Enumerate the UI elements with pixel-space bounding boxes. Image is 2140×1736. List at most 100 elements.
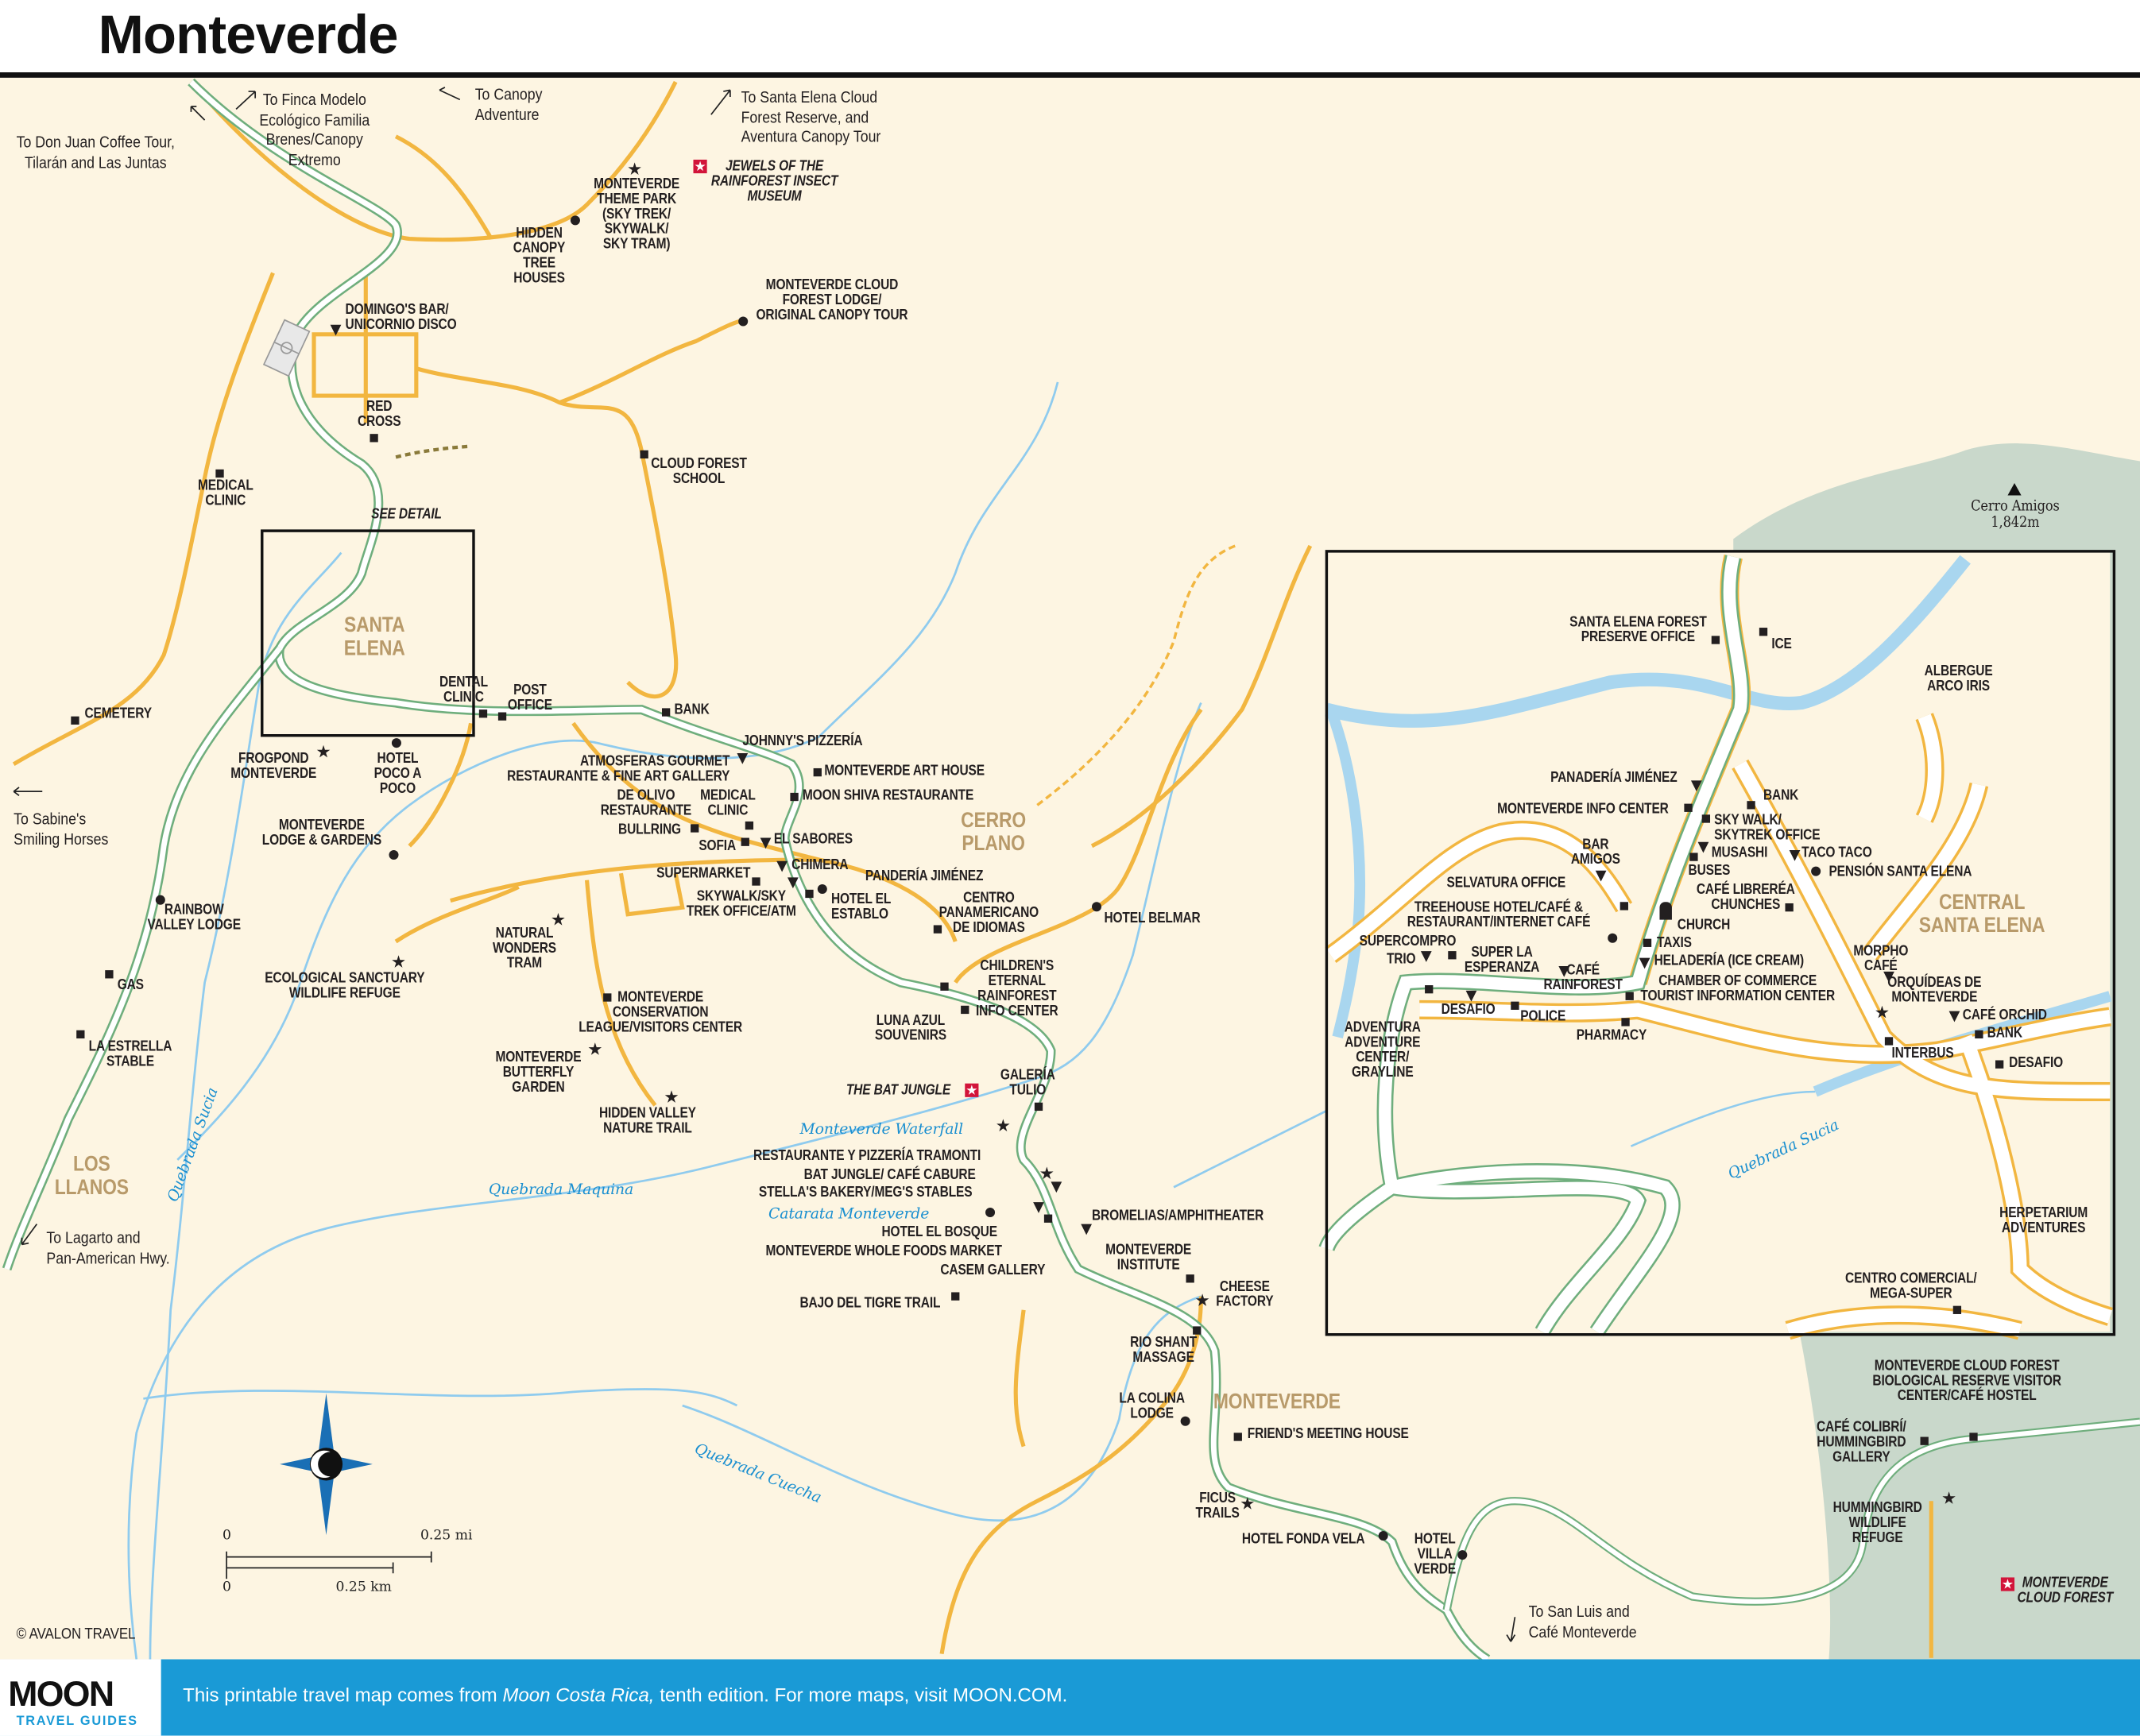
restaurant-triangle-icon — [760, 837, 772, 849]
inset-label-bank2: BANK — [1987, 1024, 2022, 1042]
restaurant-triangle-icon — [1558, 965, 1570, 977]
square-marker-icon — [215, 469, 224, 478]
inset-label-selvatura: SELVATURA OFFICE — [1446, 874, 1566, 891]
map-label-conservation: MONTEVERDE CONSERVATION LEAGUE/VISITORS … — [579, 989, 743, 1036]
square-marker-icon — [105, 970, 114, 979]
inset-label-heladeria: HELADERÍA (ICE CREAM) — [1654, 952, 1805, 969]
restaurant-triangle-icon — [1420, 951, 1432, 962]
map-label-atmosferas: ATMOSFERAS GOURMET RESTAURANTE & FINE AR… — [507, 753, 730, 785]
map-label-medical-clinic-nw: MEDICAL CLINIC — [198, 477, 253, 509]
square-marker-icon — [691, 824, 699, 833]
inset-label-morpho: MORPHO CAFÉ — [1853, 942, 1909, 975]
inset-label-cafe-orchid: CAFÉ ORCHID — [1962, 1007, 2047, 1024]
inset-label-preserve-office: SANTA ELENA FOREST PRESERVE OFFICE — [1569, 613, 1707, 646]
restaurant-triangle-icon — [776, 860, 788, 872]
square-marker-icon — [1711, 636, 1720, 644]
inset-label-trio: TRIO — [1386, 951, 1416, 968]
lodging-dot-icon — [389, 850, 399, 860]
map-label-see-detail: SEE DETAIL — [371, 506, 442, 523]
map-label-bullring: BULLRING — [618, 821, 681, 838]
map-label-johnnys: JOHNNY'S PIZZERÍA — [742, 733, 863, 749]
map-label-centro-pan: CENTRO PANAMERICANO DE IDIOMAS — [938, 889, 1039, 937]
restaurant-triangle-icon — [1081, 1224, 1092, 1235]
square-marker-icon — [1511, 1001, 1519, 1010]
square-marker-icon — [1425, 985, 1434, 994]
map-label-whole-foods: MONTEVERDE WHOLE FOODS MARKET — [765, 1243, 1002, 1260]
map-label-to-san-luis: To San Luis and Café Monteverde — [1528, 1602, 1637, 1641]
inset-label-interbus: INTERBUS — [1891, 1045, 1954, 1062]
square-marker-icon — [752, 877, 760, 886]
footer-msg-pre: This printable travel map comes from — [183, 1684, 503, 1706]
map-label-q-maquina: Quebrada Maquina — [488, 1180, 634, 1198]
map-label-art-house: MONTEVERDE ART HOUSE — [824, 763, 985, 779]
inset-label-desafio2: DESAFIO — [2009, 1054, 2064, 1072]
sight-star-icon — [664, 1090, 679, 1103]
compass-rose-icon — [280, 1393, 373, 1536]
map-label-monteverde: MONTEVERDE — [1213, 1390, 1341, 1414]
map-label-cerro-plano: CERRO PLANO — [961, 809, 1027, 856]
church-icon — [1659, 902, 1672, 920]
map-label-hidden-valley: HIDDEN VALLEY NATURE TRAIL — [598, 1105, 696, 1137]
inset-label-supercompro: SUPERCOMPRO — [1359, 933, 1457, 950]
map-label-ficus: FICUS TRAILS — [1195, 1490, 1240, 1522]
square-marker-icon — [370, 434, 378, 443]
map-label-cerro-amigos: Cerro Amigos 1,842m — [1971, 497, 2060, 532]
sight-star-icon — [996, 1119, 1010, 1131]
sight-star-icon — [392, 955, 405, 968]
restaurant-triangle-icon — [1948, 1011, 1960, 1023]
map-label-to-lagarto: To Lagarto and Pan-American Hwy. — [46, 1228, 170, 1267]
map-label-to-santa-elena: To Santa Elena Cloud Forest Reserve, and… — [741, 87, 881, 146]
map-label-los-llanos: LOS LLANOS — [54, 1153, 129, 1200]
square-marker-icon — [1884, 1037, 1894, 1046]
inset-label-pharmacy: PHARMACY — [1576, 1027, 1647, 1044]
lodging-dot-icon — [817, 883, 827, 894]
footer-banner: MOON TRAVEL GUIDES This printable travel… — [0, 1659, 2140, 1736]
map-label-la-estrella: LA ESTRELLA STABLE — [88, 1038, 172, 1070]
inset-label-buses: BUSES — [1688, 862, 1731, 880]
square-marker-icon — [933, 925, 942, 934]
scale-zero-km: 0 — [222, 1579, 231, 1595]
restaurant-triangle-icon — [1883, 971, 1894, 983]
restaurant-triangle-icon — [1033, 1202, 1044, 1213]
map-label-el-bosque: HOTEL EL BOSQUE — [881, 1224, 998, 1241]
map-label-supermarket: SUPERMARKET — [656, 864, 751, 882]
map-label-frogpond: FROGPOND MONTEVERDE — [230, 750, 317, 783]
sight-star-icon — [1040, 1166, 1054, 1180]
square-marker-icon — [1995, 1060, 2004, 1069]
map-label-cheese: CHEESE FACTORY — [1216, 1278, 1274, 1310]
square-marker-icon — [741, 837, 749, 846]
lodging-dot-icon — [1092, 902, 1102, 912]
inset-label-skywalk: SKY WALK/ SKYTREK OFFICE — [1714, 811, 1821, 844]
square-marker-icon — [1034, 1102, 1043, 1112]
map-label-waterfall: Monteverde Waterfall — [799, 1120, 964, 1139]
inset-label-panaderia: PANADERÍA JIMÉNEZ — [1550, 769, 1678, 787]
lodging-dot-icon — [1811, 866, 1821, 876]
square-marker-icon — [478, 709, 488, 718]
map-label-bajo-tigre: BAJO DEL TIGRE TRAIL — [799, 1294, 941, 1312]
restaurant-triangle-icon — [737, 753, 749, 764]
inset-label-ice: ICE — [1771, 636, 1792, 652]
map-label-medical-clinic: MEDICAL CLINIC — [700, 787, 756, 819]
square-marker-icon — [1643, 938, 1652, 947]
inset-label-taxis: TAXIS — [1657, 934, 1692, 952]
map-label-eco-sanctuary: ECOLOGICAL SANCTUARY WILDLIFE REFUGE — [265, 970, 425, 1002]
top-sight-star-icon — [965, 1083, 979, 1097]
map-label-jewels: JEWELS OF THE RAINFOREST INSECT MUSEUM — [710, 158, 838, 205]
square-marker-icon — [1625, 992, 1634, 1000]
square-marker-icon — [1689, 853, 1698, 861]
map-label-panderia: PANDERÍA JIMÉNEZ — [865, 868, 984, 884]
restaurant-triangle-icon — [787, 877, 799, 889]
sight-star-icon — [1875, 1005, 1889, 1019]
map-label-natural-wonders: NATURAL WONDERS TRAM — [493, 925, 556, 972]
inset-label-info-center: MONTEVERDE INFO CENTER — [1497, 801, 1669, 818]
moon-logo[interactable]: MOON TRAVEL GUIDES — [0, 1659, 161, 1736]
logo-text: MOON — [8, 1672, 114, 1715]
lodging-dot-icon — [1608, 933, 1618, 943]
square-marker-icon — [1233, 1432, 1242, 1441]
map-label-stellas: STELLA'S BAKERY/MEG'S STABLES — [758, 1184, 973, 1201]
map-label-cafe-cabure: BAT JUNGLE/ CAFÉ CABURE — [803, 1166, 976, 1184]
map-label-el-sabores: EL SABORES — [773, 830, 853, 848]
lodging-dot-icon — [155, 895, 165, 905]
river-label-inset-labels-q-sucia: Quebrada Sucia — [1724, 1115, 1842, 1183]
